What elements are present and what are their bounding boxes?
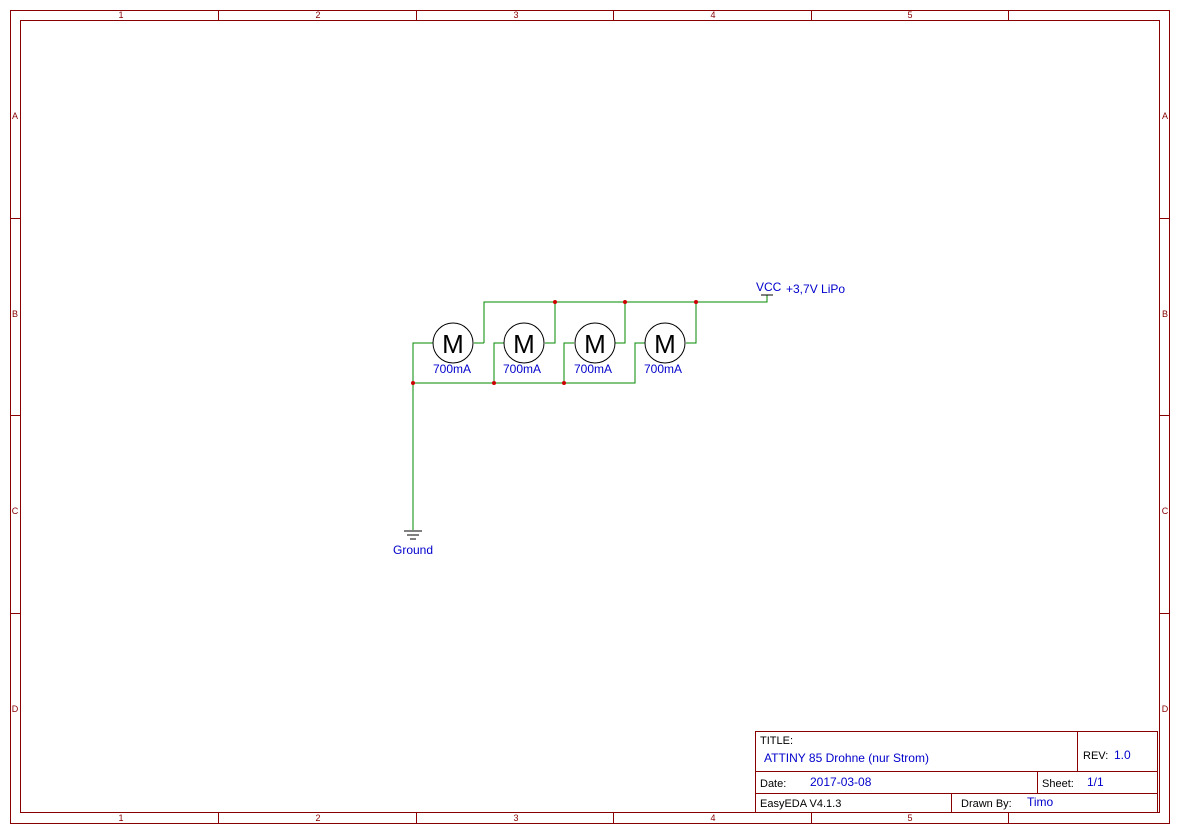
motor4-vcc-wire[interactable] xyxy=(686,302,697,344)
row-label-right-c: C xyxy=(1162,506,1169,516)
inner-frame xyxy=(20,20,1160,813)
sheet-label: Sheet: xyxy=(1042,778,1074,790)
title-block xyxy=(755,731,1158,813)
ground-rail-wire[interactable] xyxy=(413,342,645,384)
vcc-power-symbol[interactable]: VCC +3,7V LiPo xyxy=(756,280,845,296)
column-labels: 1 2 3 4 5 1 2 3 4 5 xyxy=(118,10,912,823)
motor-current-label: 700mA xyxy=(574,362,612,376)
junction-dot xyxy=(553,300,557,304)
rev-label: REV: xyxy=(1083,750,1108,762)
date-label: Date: xyxy=(760,778,786,790)
motor-m1[interactable]: M 700mA xyxy=(432,322,474,376)
junction-dot xyxy=(694,300,698,304)
col-label-bottom-3: 3 xyxy=(513,813,518,823)
row-labels: A B C D A B C D xyxy=(12,111,1169,714)
junction-dot xyxy=(562,381,566,385)
row-label-left-d: D xyxy=(12,704,19,714)
motor3-vcc-wire[interactable] xyxy=(615,302,626,344)
row-label-left-b: B xyxy=(12,309,18,319)
drawn-by-label: Drawn By: xyxy=(961,798,1012,810)
col-label-top-2: 2 xyxy=(315,10,320,20)
outer-frame xyxy=(10,10,1170,824)
col-label-top-5: 5 xyxy=(907,10,912,20)
col-label-bottom-2: 2 xyxy=(315,813,320,823)
motor2-vcc-wire[interactable] xyxy=(545,302,556,344)
motor-m2[interactable]: M 700mA xyxy=(503,322,545,376)
motor-current-label: 700mA xyxy=(503,362,541,376)
motor-symbol-circle xyxy=(644,322,686,364)
junction-dot xyxy=(411,381,415,385)
col-label-bottom-5: 5 xyxy=(907,813,912,823)
col-label-bottom-4: 4 xyxy=(710,813,715,823)
motor3-ground-wire[interactable] xyxy=(563,342,574,383)
motor-symbol-circle xyxy=(432,322,474,364)
motor1-ground-wire[interactable] xyxy=(412,342,433,530)
drawn-by-value: Timo xyxy=(1027,795,1054,809)
drawing-title: ATTINY 85 Drohne (nur Strom) xyxy=(764,751,929,765)
title-label: TITLE: xyxy=(760,735,793,747)
col-label-top-3: 3 xyxy=(513,10,518,20)
motor-symbol-circle xyxy=(503,322,545,364)
row-label-right-a: A xyxy=(1162,111,1168,121)
vcc-net-label: +3,7V LiPo xyxy=(786,282,845,296)
vcc-net-name: VCC xyxy=(756,280,782,294)
junction-dot xyxy=(492,381,496,385)
row-label-left-a: A xyxy=(12,111,18,121)
row-label-right-d: D xyxy=(1162,704,1169,714)
row-ticks xyxy=(10,218,1170,614)
motor-symbol-letter: M xyxy=(584,329,606,359)
col-label-top-1: 1 xyxy=(118,10,123,20)
motor2-ground-wire[interactable] xyxy=(493,342,504,383)
motor-current-label: 700mA xyxy=(433,362,471,376)
ground-symbol[interactable]: Ground xyxy=(393,530,433,557)
motor-symbol-letter: M xyxy=(513,329,535,359)
software-version: EasyEDA V4.1.3 xyxy=(760,798,841,810)
title-block-text: TITLE: ATTINY 85 Drohne (nur Strom) REV:… xyxy=(760,735,1131,810)
col-label-top-4: 4 xyxy=(710,10,715,20)
motor-symbol-letter: M xyxy=(442,329,464,359)
ground-label: Ground xyxy=(393,543,433,557)
col-label-bottom-1: 1 xyxy=(118,813,123,823)
junction-dot xyxy=(623,300,627,304)
motor-m4[interactable]: M 700mA xyxy=(644,322,686,376)
motor-symbol-letter: M xyxy=(654,329,676,359)
motor-current-label: 700mA xyxy=(644,362,682,376)
column-ticks xyxy=(218,10,1009,823)
row-label-left-c: C xyxy=(12,506,19,516)
motor-m3[interactable]: M 700mA xyxy=(574,322,616,376)
row-label-right-b: B xyxy=(1162,309,1168,319)
rev-value: 1.0 xyxy=(1114,748,1131,762)
junctions xyxy=(411,300,698,385)
sheet-value: 1/1 xyxy=(1087,775,1104,789)
date-value: 2017-03-08 xyxy=(810,775,872,789)
motor-symbol-circle xyxy=(574,322,616,364)
